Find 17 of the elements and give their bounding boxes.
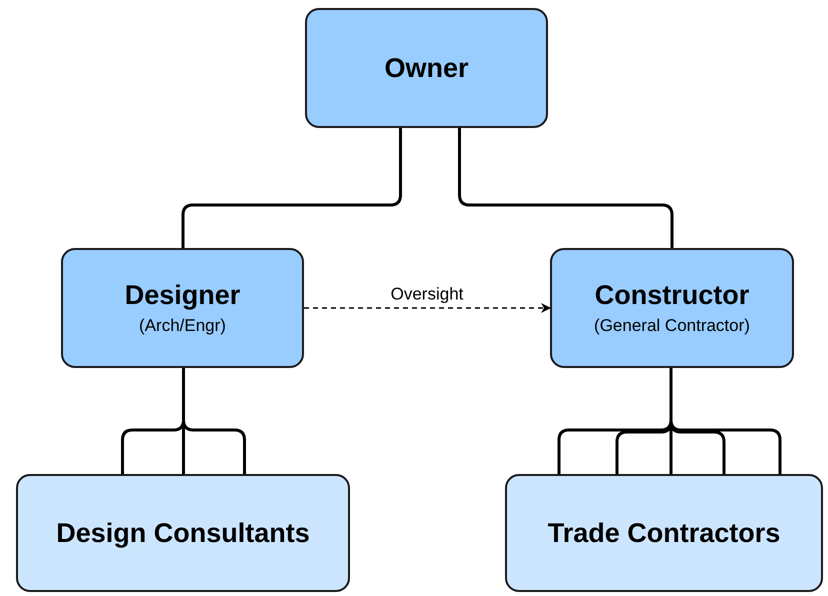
dashed-arrow (304, 303, 551, 313)
process-box (505, 474, 823, 592)
process-box (61, 248, 304, 368)
process-box (16, 474, 350, 592)
connector-line (182, 368, 246, 474)
connector-line (670, 368, 782, 474)
box-title: Owner (384, 54, 469, 82)
box-subtitle: (Arch/Engr) (139, 317, 226, 334)
process-box (550, 248, 794, 368)
process-box (305, 8, 548, 128)
connector-line (458, 128, 674, 248)
connector-line (182, 128, 402, 248)
box-title: Trade Contractors (548, 520, 780, 546)
box-title: Constructor (594, 282, 750, 309)
box-subtitle: (General Contractor) (594, 317, 750, 334)
box-title: Designer (124, 282, 240, 309)
box-title: Design Consultants (56, 520, 310, 546)
